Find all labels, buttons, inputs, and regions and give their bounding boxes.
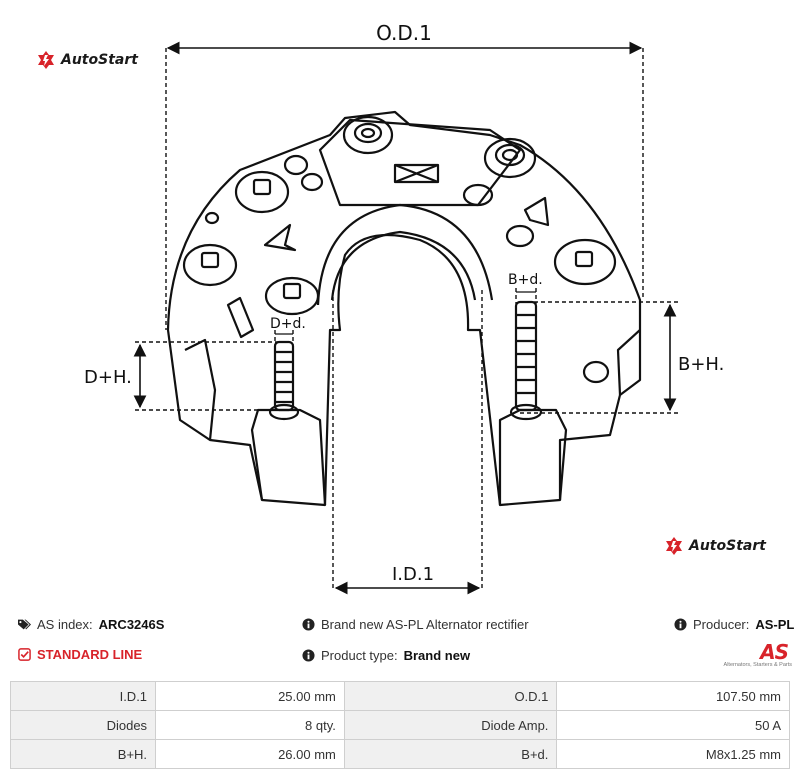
od-label: O.D.1 <box>376 21 432 45</box>
spec-value: 50 A <box>556 710 790 740</box>
autostart-logo-text: AutoStart <box>61 52 138 68</box>
product-type-label: Product type: <box>321 648 398 663</box>
dh-label: D+H. <box>84 367 132 388</box>
product-type: Product type: Brand new <box>302 648 470 663</box>
as-pl-logo-tagline: Alternators, Starters & Parts <box>723 662 792 668</box>
autostart-logo-text: AutoStart <box>689 538 766 554</box>
product-description: Brand new AS-PL Alternator rectifier <box>302 617 529 632</box>
info-circle-icon <box>302 618 315 631</box>
as-pl-logo: AS Alternators, Starters & Parts <box>716 640 792 670</box>
bd-label: B+d. <box>508 272 543 288</box>
spec-value: 25.00 mm <box>155 681 345 711</box>
spec-label: Diodes <box>9 710 157 740</box>
producer: Producer: AS-PL <box>674 617 794 632</box>
autostart-logo-icon <box>666 537 682 555</box>
product-type-value: Brand new <box>403 648 471 663</box>
autostart-logo-bottom: AutoStart <box>664 536 766 556</box>
spec-value: 26.00 mm <box>155 739 345 769</box>
spec-label: I.D.1 <box>9 681 157 711</box>
as-pl-logo-mark: AS <box>760 640 789 664</box>
spec-label: B+d. <box>343 739 558 769</box>
info-circle-icon <box>674 618 687 631</box>
as-index: AS index: ARC3246S <box>18 617 164 632</box>
info-circle-icon <box>302 649 315 662</box>
standard-line-text: STANDARD LINE <box>37 647 143 662</box>
producer-value: AS-PL <box>755 617 795 632</box>
producer-label: Producer: <box>693 617 750 632</box>
spec-value: 107.50 mm <box>556 681 790 711</box>
bh-label: B+H. <box>678 354 724 375</box>
spec-value: M8x1.25 mm <box>556 739 790 769</box>
autostart-logo-icon <box>38 51 54 69</box>
autostart-logo: AutoStart <box>36 50 138 70</box>
id-label: I.D.1 <box>392 564 434 585</box>
table-row: Diodes 8 qty. Diode Amp. 50 A <box>9 710 790 740</box>
tags-icon <box>18 619 31 630</box>
table-row: B+H. 26.00 mm B+d. M8x1.25 mm <box>9 739 790 769</box>
spec-label: O.D.1 <box>343 681 558 711</box>
as-index-label: AS index: <box>37 617 93 632</box>
table-row: I.D.1 25.00 mm O.D.1 107.50 mm <box>9 681 790 711</box>
as-index-value: ARC3246S <box>98 617 165 632</box>
dd-label: D+d. <box>270 316 306 332</box>
spec-label: B+H. <box>9 739 157 769</box>
standard-line: STANDARD LINE <box>18 647 142 662</box>
spec-value: 8 qty. <box>155 710 345 740</box>
spec-label: Diode Amp. <box>343 710 558 740</box>
check-square-icon <box>18 648 31 661</box>
specs-table: I.D.1 25.00 mm O.D.1 107.50 mm Diodes 8 … <box>9 681 790 769</box>
rectifier-drawing: O.D.1 I.D.1 B+H. D+H. B+d. D+d. <box>84 21 724 595</box>
product-description-text: Brand new AS-PL Alternator rectifier <box>321 617 529 632</box>
